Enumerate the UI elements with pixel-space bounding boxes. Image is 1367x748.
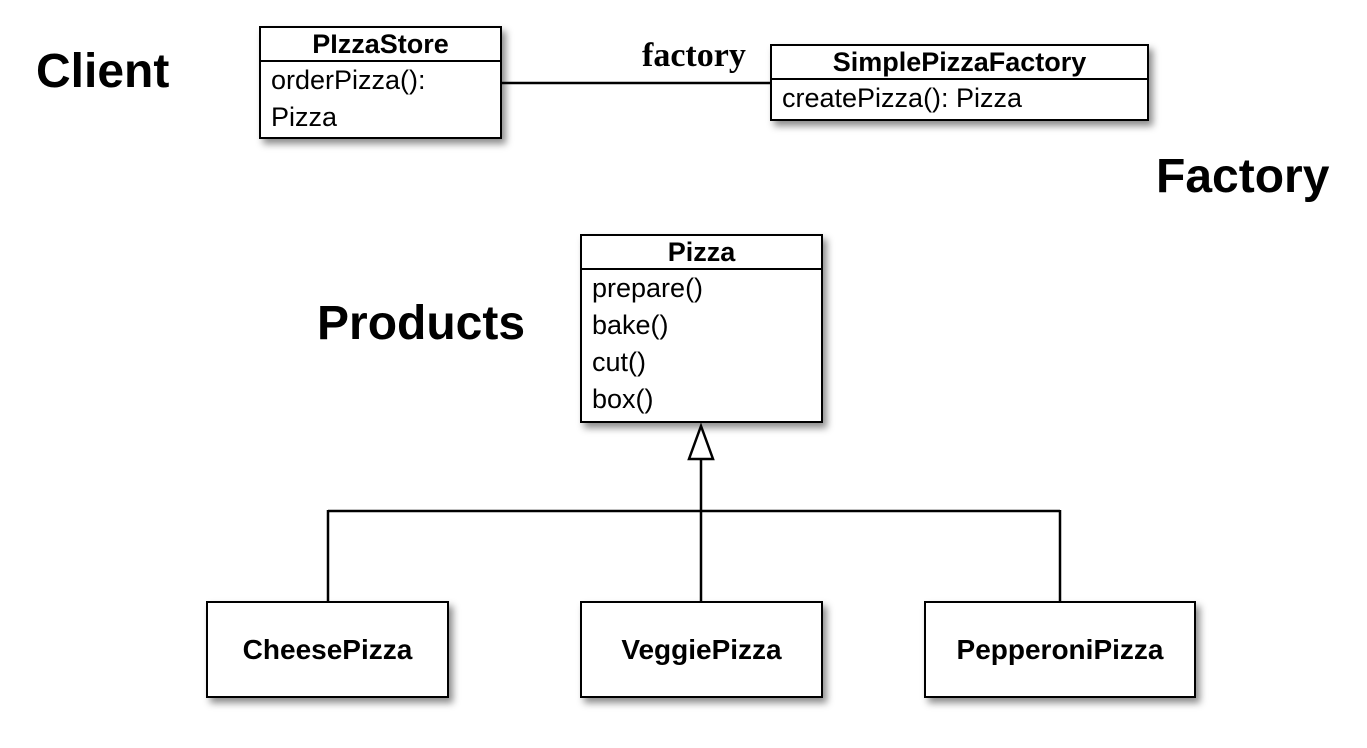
pizza-class-name: Pizza — [582, 236, 821, 270]
simple-pizza-factory-class[interactable]: SimplePizzaFactory createPizza(): Pizza — [770, 44, 1149, 121]
simple-pizza-factory-class-name: SimplePizzaFactory — [772, 46, 1147, 80]
client-label: Client — [36, 45, 170, 98]
generalization-arrowhead — [687, 422, 715, 461]
pizza-store-operations: orderPizza(): Pizza — [261, 62, 500, 136]
pizza-store-class-name: PIzzaStore — [261, 28, 500, 62]
pizza-class[interactable]: Pizza prepare() bake() cut() box() — [580, 234, 823, 423]
pizza-operation: cut() — [592, 347, 646, 377]
simple-pizza-factory-operations: createPizza(): Pizza — [772, 80, 1147, 117]
simple-pizza-factory-operation: createPizza(): Pizza — [782, 83, 1023, 113]
cheese-pizza-class[interactable]: CheesePizza — [206, 601, 449, 698]
products-label: Products — [317, 297, 526, 350]
pepperoni-pizza-class[interactable]: PepperoniPizza — [924, 601, 1196, 698]
pizza-store-operation: orderPizza(): — [271, 65, 426, 95]
pizza-operation: box() — [592, 384, 654, 414]
pizza-operation: prepare() — [592, 273, 704, 303]
cheese-pizza-class-name: CheesePizza — [242, 633, 413, 665]
pizza-store-class[interactable]: PIzzaStore orderPizza(): Pizza — [259, 26, 502, 139]
pizza-operations: prepare() bake() cut() box() — [582, 270, 821, 418]
veggie-pizza-class[interactable]: VeggiePizza — [580, 601, 823, 698]
pizza-operation: bake() — [592, 310, 669, 340]
pizza-store-operation: Pizza — [271, 102, 338, 132]
veggie-pizza-class-name: VeggiePizza — [621, 633, 782, 665]
association-role-label: factory — [642, 37, 746, 74]
factory-label: Factory — [1156, 150, 1330, 203]
pepperoni-pizza-class-name: PepperoniPizza — [956, 633, 1164, 665]
